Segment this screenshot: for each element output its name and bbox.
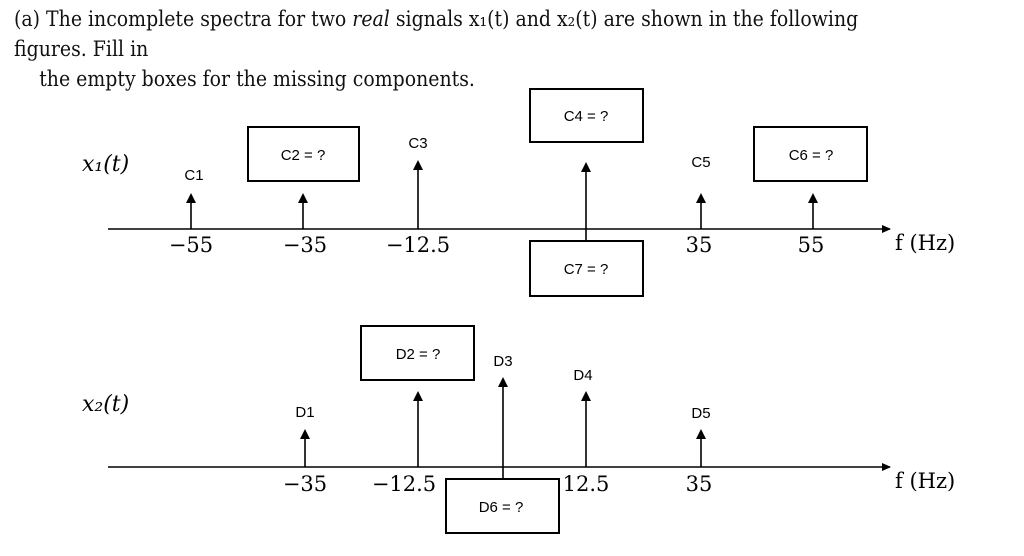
x1-missing-box-c6: [753, 126, 868, 182]
x2-impulse-d4-arrowhead: [581, 391, 591, 401]
x1-impulse-c3-arrowhead: [413, 160, 423, 170]
part-label: (a): [14, 7, 41, 31]
x1-impulse-c6-arrowhead: [808, 193, 818, 203]
x1-component-label-c7: C7 = ?: [564, 261, 609, 278]
x1-missing-box-c2: [247, 126, 360, 182]
problem-text-1: The incomplete spectra for two: [46, 7, 347, 31]
x1-missing-box-c4: [529, 88, 644, 143]
x2-impulse-d5-arrowhead: [696, 429, 706, 439]
x1-tick-label: 35: [686, 233, 713, 257]
x2-tick-label: −12.5: [372, 472, 436, 496]
x1-signal-label: x₁(t): [82, 152, 129, 177]
problem-text-3: the empty boxes for the missing componen…: [39, 67, 475, 91]
x2-missing-box-d2: [360, 325, 475, 381]
x2-component-label-d4: D4: [573, 367, 592, 384]
x2-component-label-d5: D5: [691, 405, 710, 422]
x1-tick-label: −35: [283, 233, 327, 257]
x1-component-label-c4: C4 = ?: [564, 108, 609, 125]
x2-signal-label: x₂(t): [82, 392, 129, 417]
x2-impulse-d1-arrowhead: [300, 429, 310, 439]
x2-impulse-d2-arrowhead: [413, 391, 423, 401]
x1-tick-label: −12.5: [386, 233, 450, 257]
problem-text-2: signals x₁(t) and x₂(t) are shown in the…: [14, 7, 859, 61]
x2-tick-label: 35: [686, 472, 713, 496]
x2-component-label-d2: D2 = ?: [396, 346, 441, 363]
x1-missing-box-c7: [529, 240, 644, 297]
x1-tick-label: −55: [169, 233, 213, 257]
problem-statement: (a) The incomplete spectra for two real …: [14, 4, 914, 94]
x1-component-label-c2: C2 = ?: [281, 147, 326, 164]
x2-component-label-d1: D1: [295, 404, 314, 421]
x2-tick-label: −35: [283, 472, 327, 496]
x1-impulse-c5-arrowhead: [696, 193, 706, 203]
x1-impulse-c1-arrowhead: [186, 193, 196, 203]
x2-spectrum: x₂(t) f (Hz) −35 −12.5 12.5 35 D1 D2 = ?…: [82, 325, 955, 534]
x2-impulse-d3-arrowhead: [498, 377, 508, 387]
x1-impulse-c2-arrowhead: [298, 193, 308, 203]
x2-component-label-d6: D6 = ?: [479, 499, 524, 516]
x2-missing-box-d6: [445, 478, 560, 534]
x1-axis-unit-label: f (Hz): [895, 231, 955, 255]
x1-component-label-c5: C5: [691, 154, 710, 171]
x1-spectrum: x₁(t) f (Hz) −55 −35 −12.5 35 55 C1 C2 =…: [82, 88, 955, 297]
x1-impulse-c4-arrowhead: [581, 162, 591, 172]
x2-component-label-d3: D3: [493, 353, 512, 370]
x1-component-label-c1: C1: [184, 167, 203, 184]
x2-axis-unit-label: f (Hz): [895, 469, 955, 493]
x2-tick-label: 12.5: [563, 472, 610, 496]
emphasis-real: real: [352, 7, 390, 31]
x1-component-label-c6: C6 = ?: [789, 147, 834, 164]
x1-tick-label: 55: [798, 233, 825, 257]
x1-component-label-c3: C3: [408, 135, 427, 152]
